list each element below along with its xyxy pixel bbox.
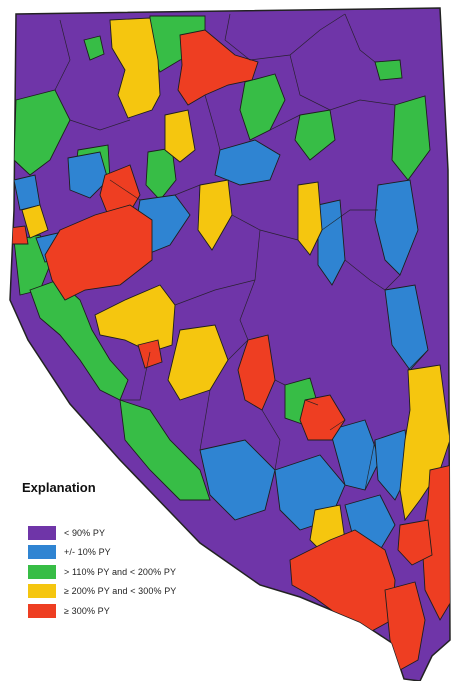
basin-yellow <box>21 204 49 239</box>
legend-swatch <box>28 525 56 540</box>
legend-label: +/- 10% PY <box>64 547 111 558</box>
legend-swatch <box>28 545 56 560</box>
legend-swatch <box>28 603 56 618</box>
basin-yellow <box>164 109 196 163</box>
basin-red <box>397 519 433 566</box>
legend-swatch <box>28 584 56 599</box>
basin-blue <box>214 139 281 186</box>
basin-red <box>137 339 163 369</box>
basin-yellow <box>197 179 233 251</box>
basin-red <box>299 394 346 441</box>
basin-blue <box>384 284 429 371</box>
basin-yellow <box>94 284 176 353</box>
basin-green <box>119 399 211 501</box>
basin-blue <box>67 151 109 199</box>
basin-green <box>83 35 105 61</box>
legend-title: Explanation <box>22 480 96 495</box>
legend-label: < 90% PY <box>64 527 106 538</box>
basin-blue <box>199 439 276 521</box>
legend: < 90% PY +/- 10% PY > 110% PY and < 200% P… <box>28 523 176 621</box>
basin-green <box>374 59 403 81</box>
basin-blue <box>329 419 381 491</box>
basin-blue <box>317 199 346 286</box>
basin-red <box>384 581 426 671</box>
legend-item: > 110% PY and < 200% PY <box>28 562 176 582</box>
basin-green <box>29 279 129 401</box>
basin-yellow <box>297 181 323 256</box>
legend-swatch <box>28 564 56 579</box>
basin-green <box>391 95 431 181</box>
legend-label: ≥ 200% PY and < 300% PY <box>64 586 177 597</box>
basin-green <box>294 109 336 161</box>
legend-item: +/- 10% PY <box>28 543 176 563</box>
legend-label: ≥ 300% PY <box>64 605 110 616</box>
legend-item: < 90% PY <box>28 523 176 543</box>
basin-red <box>177 29 259 106</box>
basin-red <box>421 464 450 621</box>
basin-red <box>44 204 153 301</box>
basin-yellow <box>399 364 450 522</box>
legend-item: ≥ 300% PY <box>28 601 176 621</box>
legend-label: > 110% PY and < 200% PY <box>64 566 177 577</box>
basin-yellow <box>109 17 161 119</box>
legend-item: ≥ 200% PY and < 300% PY <box>28 582 176 602</box>
